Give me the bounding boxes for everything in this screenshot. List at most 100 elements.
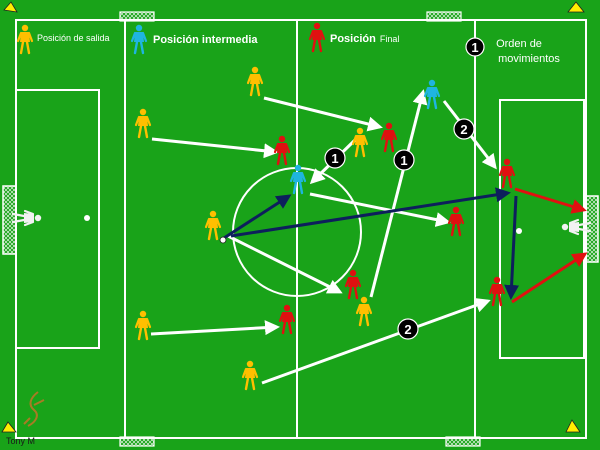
player-figure-part bbox=[356, 127, 364, 135]
player-figure-part bbox=[141, 31, 148, 43]
player-figure-part bbox=[300, 171, 307, 183]
player-figure-part bbox=[273, 142, 280, 154]
player-figure-part bbox=[359, 304, 369, 314]
players bbox=[11, 66, 592, 391]
legend-start-label: Posición de salida bbox=[37, 33, 110, 43]
player-figure-part bbox=[130, 31, 137, 43]
player-figure-part bbox=[293, 172, 303, 182]
legend: Posición de salida Posición intermedia P… bbox=[16, 22, 560, 65]
player-figure-part bbox=[208, 218, 218, 228]
player-figure-part bbox=[349, 269, 357, 277]
legend-start: Posición de salida bbox=[16, 24, 110, 55]
player-figure-part bbox=[427, 87, 437, 97]
legend-order-line1: Orden de bbox=[496, 38, 542, 50]
player-figure-part bbox=[384, 130, 394, 140]
player-figure-part bbox=[143, 124, 149, 139]
start-player bbox=[246, 66, 264, 97]
player-figure-part bbox=[250, 376, 256, 391]
player-figure-part bbox=[509, 165, 516, 177]
player-figure-part bbox=[241, 367, 248, 379]
player-figure-part bbox=[380, 129, 387, 141]
step-badges: 1 1 2 2 bbox=[324, 118, 475, 340]
player-figure-part bbox=[458, 213, 465, 225]
player-figure-part bbox=[577, 221, 592, 227]
player-figure-part bbox=[133, 40, 139, 55]
player-figure-part bbox=[294, 164, 302, 172]
start-player bbox=[204, 210, 222, 241]
player-figure-part bbox=[498, 165, 505, 177]
shot-arrows bbox=[511, 187, 588, 304]
goalkeeper bbox=[11, 209, 42, 227]
player-figure-part bbox=[25, 40, 31, 55]
intermediate-player bbox=[423, 79, 441, 110]
player-figure-part bbox=[20, 32, 30, 42]
player-figure-part bbox=[426, 95, 432, 110]
corner-flag-icon bbox=[3, 1, 18, 13]
player-figure-part bbox=[251, 66, 259, 74]
player-figure-part bbox=[362, 134, 369, 146]
step-badge: 1 bbox=[324, 147, 346, 169]
run-arrow bbox=[261, 298, 491, 385]
player-figure-part bbox=[287, 320, 293, 335]
player-figure-part bbox=[292, 180, 298, 195]
corner-flags bbox=[1, 1, 585, 433]
final-player bbox=[273, 135, 291, 166]
intermediate-player bbox=[289, 164, 307, 195]
player-figure-part bbox=[139, 40, 145, 55]
player-figure-part bbox=[213, 226, 219, 241]
pass-arrow bbox=[223, 194, 292, 240]
player-figure-part bbox=[284, 142, 291, 154]
player-figure-part bbox=[138, 116, 148, 126]
player-figure-part bbox=[501, 174, 507, 189]
right-penalty-spot bbox=[516, 228, 522, 234]
player-figure-part bbox=[138, 318, 148, 328]
player-figure-part bbox=[282, 312, 292, 322]
player-figure-part bbox=[308, 29, 315, 41]
corner-flag-icon bbox=[567, 1, 585, 13]
mini-goal-top-left bbox=[119, 11, 155, 22]
start-player bbox=[241, 360, 259, 391]
legend-intermediate-label: Posición intermedia bbox=[153, 34, 258, 46]
player-figure-part bbox=[391, 129, 398, 141]
player-figure-part bbox=[278, 311, 285, 323]
player-figure-part bbox=[353, 285, 359, 300]
player-figure-part bbox=[493, 276, 501, 284]
player-figure-part bbox=[383, 138, 389, 153]
ball bbox=[219, 236, 227, 244]
player-figure-part bbox=[139, 108, 147, 116]
pass-arrow bbox=[504, 195, 520, 300]
step-badge-number: 1 bbox=[331, 151, 338, 166]
player-figure-part bbox=[134, 115, 141, 127]
player-figure-part bbox=[312, 30, 322, 40]
player-figure-part bbox=[135, 24, 143, 32]
step-badge-number: 2 bbox=[460, 122, 467, 137]
player-figure-part bbox=[137, 124, 143, 139]
player-figure-part bbox=[277, 143, 287, 153]
player-figure-part bbox=[355, 276, 362, 288]
player-figure-part bbox=[452, 206, 460, 214]
player-figure-part bbox=[389, 138, 395, 153]
player-figure-part bbox=[423, 86, 430, 98]
player-figure-part bbox=[488, 283, 495, 295]
player-figure-part bbox=[143, 326, 149, 341]
player-figure-part bbox=[432, 95, 438, 110]
player-figure-part bbox=[255, 82, 261, 97]
player-figure-part bbox=[351, 134, 358, 146]
player-figure-part bbox=[11, 218, 26, 224]
player-figure-part bbox=[354, 143, 360, 158]
player-figure-part bbox=[250, 74, 260, 84]
player-figure-part bbox=[358, 312, 364, 327]
step-badge: 2 bbox=[453, 118, 475, 140]
mini-goal-top-right bbox=[426, 11, 462, 22]
run-arrow bbox=[309, 192, 451, 227]
mini-goal-bottom-right bbox=[445, 436, 481, 447]
player-figure-part bbox=[313, 22, 321, 30]
player-figure-part bbox=[450, 222, 456, 237]
player-figure-part bbox=[447, 213, 454, 225]
legend-intermediate: Posición intermedia bbox=[130, 24, 258, 55]
final-player-icon bbox=[308, 22, 326, 53]
player-figure-part bbox=[311, 38, 317, 53]
order-badge bbox=[465, 37, 485, 57]
